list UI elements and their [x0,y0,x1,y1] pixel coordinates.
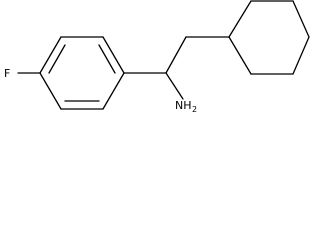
cy-bond-1 [228,36,252,75]
ring-double-1 [48,44,66,74]
ring-bond-1 [39,36,62,74]
ring-bond-6 [39,72,62,110]
amine-label-subscript: 2 [192,105,197,114]
cy-bond-3 [292,36,310,75]
molecule-structure: F NH 2 [4,0,310,114]
cyclohexane-ring [228,0,310,75]
amine-label-main: NH [175,99,192,112]
side-chain [123,36,230,100]
ring-double-2 [98,44,116,74]
amine-label: NH 2 [175,99,197,114]
ring-bond-3 [102,36,125,74]
fluorine-label: F [4,67,10,80]
bond-ch-n [165,72,184,100]
cy-bond-6 [228,0,252,38]
cy-bond-4 [292,0,310,38]
ring-bond-4 [102,72,125,110]
bond-ch-ch2 [165,36,187,74]
benzene-ring [17,36,125,110]
